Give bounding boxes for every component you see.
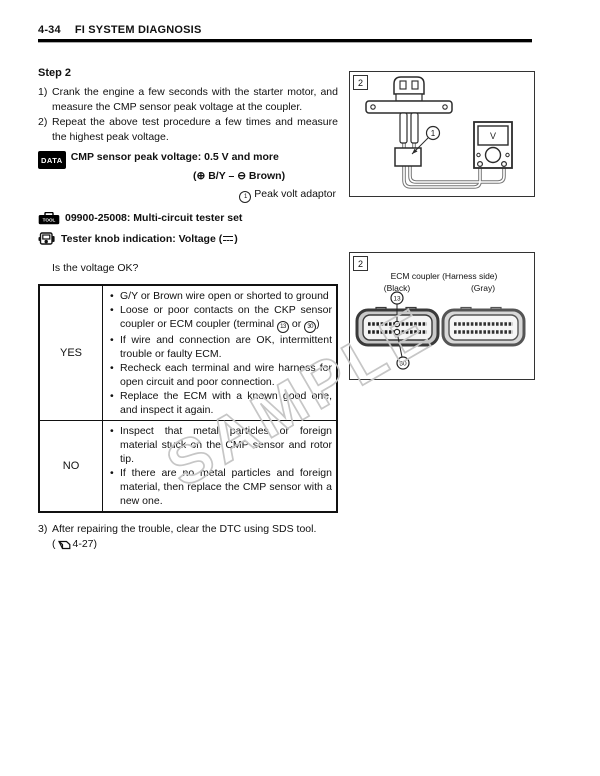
page-number: 4-34 — [38, 24, 61, 36]
table-row-no: NO Inspect that metal particles or forei… — [38, 420, 338, 513]
page-title: FI SYSTEM DIAGNOSIS — [74, 24, 202, 36]
table-row-yes: YES G/Y or Brown wire open or shorted to… — [38, 284, 338, 421]
figure-ecm-coupler: 2 ECM coupler (Harness side) (Black) (Gr… — [349, 252, 535, 380]
main-text-column: Step 2 1) Crank the engine a few seconds… — [38, 66, 338, 552]
ecm-coupler-drawing: ECM coupler (Harness side) (Black) (Gray… — [355, 271, 526, 370]
special-tool-text: 09900-25008: Multi-circuit tester set — [65, 212, 243, 224]
cause-item: Recheck each terminal and wire harness f… — [109, 361, 332, 389]
coupler-title: ECM coupler (Harness side) — [391, 271, 498, 281]
header-rule — [38, 39, 532, 43]
step-heading: Step 2 — [38, 67, 72, 79]
diagnostic-question: Is the voltage OK? — [52, 262, 139, 274]
step3-text: After repairing the trouble, clear the D… — [52, 523, 317, 535]
step-item: 1) Crank the engine a few seconds with t… — [38, 85, 338, 115]
figure-cmp-sensor-measurement: 2 — [349, 71, 535, 197]
circled-number-1: 1 — [239, 191, 252, 203]
data-spec-block: DATA CMP sensor peak voltage: 0.5 V and … — [38, 150, 338, 184]
cause-item: Inspect that metal particles or foreign … — [109, 424, 332, 466]
step-item-number: 3) — [38, 523, 48, 535]
test-wires — [402, 142, 506, 189]
gray-coupler — [441, 306, 526, 347]
cause-item: Loose or poor contacts on the CKP sensor… — [109, 303, 332, 333]
tester-knob-line: Tester knob indication: Voltage () — [38, 232, 338, 247]
cause-item: G/Y or Brown wire open or shorted to gro… — [109, 289, 332, 303]
meter-display-value: V — [490, 131, 496, 141]
circled-terminal-13: 13 — [276, 321, 289, 333]
circled-terminal-30: 30 — [304, 321, 317, 333]
tester-icon — [38, 232, 55, 245]
result-table: YES G/Y or Brown wire open or shorted to… — [38, 284, 338, 513]
step-item-number: 1) — [38, 86, 48, 98]
result-body-no: Inspect that metal particles or foreign … — [102, 420, 338, 513]
cmp-sensor-tester-drawing: 1 V — [365, 76, 513, 189]
result-body-yes: G/Y or Brown wire open or shorted to gro… — [102, 284, 338, 421]
gray-coupler-label: (Gray) — [471, 283, 495, 293]
tester-knob-text: Tester knob indication: Voltage () — [61, 233, 238, 245]
data-badge-icon: DATA — [38, 151, 66, 169]
peak-volt-adaptor — [394, 147, 422, 167]
special-tool-line: TOOL 09900-25008: Multi-circuit tester s… — [38, 211, 338, 226]
toolbox-icon: TOOL — [38, 212, 60, 225]
dc-voltage-icon — [222, 234, 234, 243]
multimeter: V — [473, 121, 513, 169]
black-coupler — [355, 306, 440, 347]
black-coupler-label: (Black) — [384, 283, 411, 293]
cmp-sensor — [365, 76, 453, 144]
terminal-30-callout: 30 — [396, 334, 410, 370]
svg-text:13: 13 — [393, 296, 401, 303]
step3-block: 3) After repairing the trouble, clear th… — [38, 522, 338, 552]
page-header: 4-34 FI SYSTEM DIAGNOSIS — [38, 24, 532, 43]
step-item-number: 2) — [38, 116, 48, 128]
adaptor-callout: 1 — [411, 125, 441, 155]
data-spec-text: CMP sensor peak voltage: 0.5 V and more — [70, 151, 279, 163]
figure-number-badge: 2 — [353, 256, 368, 271]
terminal-13-callout: 13 — [390, 291, 404, 322]
data-spec-polarity: (⊕ B/Y – ⊖ Brown) — [193, 170, 286, 182]
svg-text:1: 1 — [431, 129, 436, 138]
result-label-yes: YES — [38, 284, 103, 421]
page-reference: (4-27) — [52, 538, 98, 550]
step-item-text: Crank the engine a few seconds with the … — [52, 86, 338, 113]
refer-page-icon — [57, 540, 70, 549]
figure-number-badge: 2 — [353, 75, 368, 90]
step-item-text: Repeat the above test procedure a few ti… — [52, 116, 338, 143]
svg-text:TOOL: TOOL — [43, 218, 56, 223]
cause-item: Replace the ECM with a known good one, a… — [109, 389, 332, 417]
cause-item: If wire and connection are OK, intermitt… — [109, 333, 332, 361]
svg-text:30: 30 — [399, 361, 407, 368]
step-item: 2) Repeat the above test procedure a few… — [38, 115, 338, 145]
callout-text: Peak volt adaptor — [251, 188, 336, 200]
step-list: 1) Crank the engine a few seconds with t… — [38, 85, 338, 145]
figure-callout-note: 1 Peak volt adaptor — [38, 187, 336, 203]
result-label-no: NO — [38, 420, 103, 513]
cause-item: If there are no metal particles and fore… — [109, 466, 332, 508]
